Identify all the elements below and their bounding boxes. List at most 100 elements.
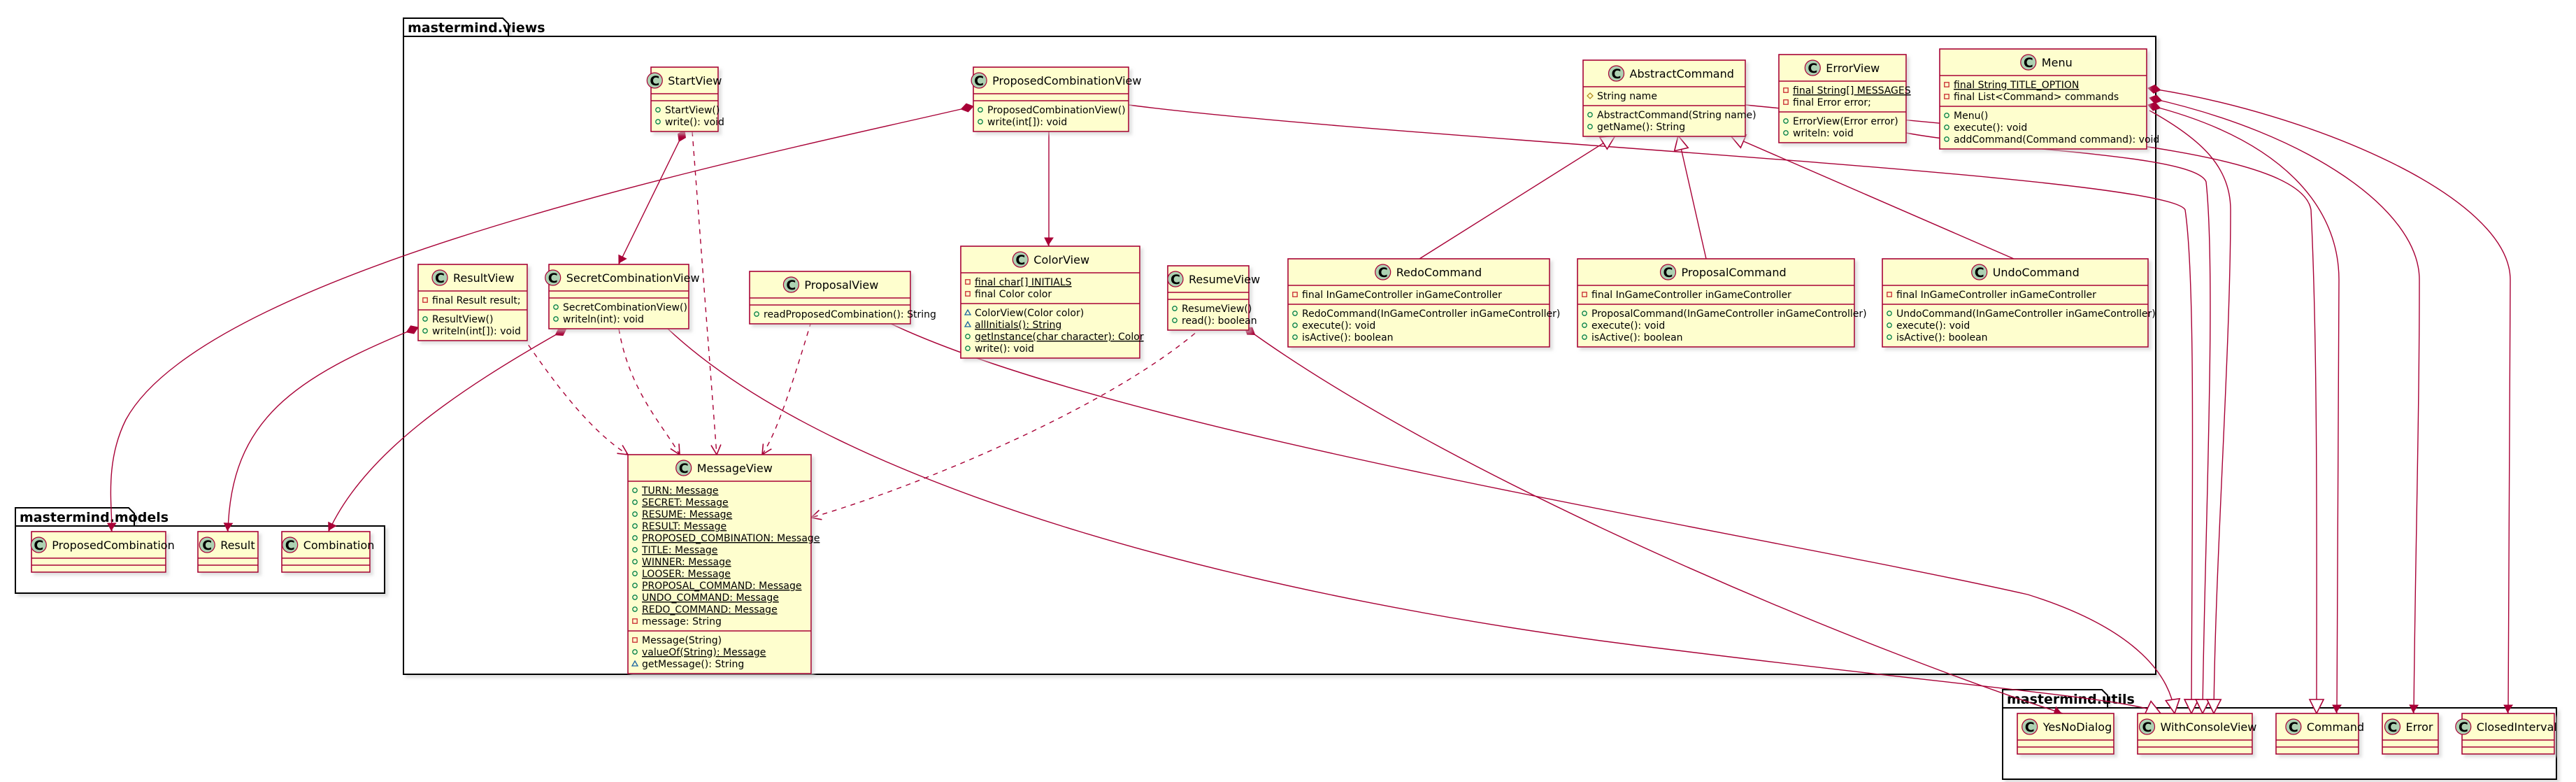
svg-text:write(): void: write(): void	[665, 117, 724, 128]
svg-text:addCommand(Command command): v: addCommand(Command command): void	[1954, 134, 2159, 145]
class-method: ResumeView()	[1172, 304, 1252, 315]
svg-text:ColorView(Color color): ColorView(Color color)	[975, 308, 1084, 319]
class-field: final Error error;	[1783, 97, 1871, 108]
svg-text:C: C	[1015, 253, 1025, 268]
class-method: execute(): void	[1944, 122, 2027, 134]
svg-text:execute(): void: execute(): void	[1896, 320, 1970, 332]
class-marker-icon: C	[2384, 718, 2401, 735]
class-field: final InGameController inGameController	[1582, 290, 1791, 301]
class-marker-icon: C	[1659, 264, 1677, 280]
class-name: ProposedCombinationView	[992, 74, 1141, 87]
class-marker-icon: C	[431, 269, 448, 286]
class-field: UNDO_COMMAND: Message	[632, 592, 779, 604]
svg-text:Message(String): Message(String)	[642, 635, 722, 646]
svg-text:message: String: message: String	[642, 616, 722, 627]
class-name: RedoCommand	[1396, 266, 1482, 279]
class-method: Message(String)	[632, 635, 722, 646]
class-name: Command	[2307, 720, 2364, 734]
edge-menu-to-command	[2147, 101, 2342, 714]
edge-proposal-command-to-abstract-command	[1673, 134, 1707, 260]
class-method: readProposedCombination(): String	[754, 309, 936, 320]
class-field: final String[] MESSAGES	[1783, 85, 1911, 97]
svg-text:C: C	[2289, 720, 2298, 735]
class-combination: C Combination	[281, 531, 375, 573]
class-marker-icon: C	[646, 72, 663, 89]
class-field: String name	[1587, 91, 1657, 102]
class-method: isActive(): boolean	[1887, 332, 1988, 343]
svg-text:final Error error;: final Error error;	[1793, 97, 1871, 108]
class-name: MessageView	[697, 462, 773, 475]
svg-text:execute(): void: execute(): void	[1302, 320, 1375, 332]
svg-text:isActive(): boolean: isActive(): boolean	[1302, 332, 1394, 343]
class-name: ColorView	[1033, 253, 1089, 266]
class-marker-icon: C	[1804, 59, 1821, 76]
class-marker-icon: C	[199, 536, 215, 553]
class-method: valueOf(String): Message	[632, 647, 766, 658]
class-method: writeln(int): void	[553, 314, 644, 325]
class-name: YesNoDialog	[2042, 720, 2112, 734]
svg-text:C: C	[2024, 55, 2033, 71]
class-marker-icon: C	[2020, 54, 2037, 71]
svg-text:final String TITLE_OPTION: final String TITLE_OPTION	[1954, 80, 2079, 91]
class-name: AbstractCommand	[1630, 67, 1734, 80]
svg-text:getName(): String: getName(): String	[1597, 122, 1685, 133]
class-name: Combination	[303, 539, 375, 552]
class-name: ProposedCombination	[52, 539, 174, 552]
class-marker-icon: C	[2285, 718, 2302, 735]
class-field: LOOSER: Message	[632, 569, 731, 580]
class-name: SecretCombinationView	[566, 271, 700, 285]
class-method: execute(): void	[1582, 320, 1665, 332]
class-method: SecretCombinationView()	[553, 302, 687, 313]
svg-text:final String[] MESSAGES: final String[] MESSAGES	[1793, 85, 1911, 97]
edge-proposed-combination-view-to-with-console-view	[1128, 104, 2200, 715]
svg-text:write(): void: write(): void	[975, 343, 1034, 355]
svg-text:UndoCommand(InGameController i: UndoCommand(InGameController inGameContr…	[1896, 308, 2156, 320]
svg-text:C: C	[1612, 66, 1622, 82]
svg-text:allInitials(): String: allInitials(): String	[975, 320, 1061, 331]
class-method: getMessage(): String	[631, 659, 744, 670]
svg-text:valueOf(String): Message: valueOf(String): Message	[642, 647, 766, 658]
svg-text:writeln(int[]): void: writeln(int[]): void	[432, 326, 521, 337]
svg-text:StartView(): StartView()	[665, 105, 720, 116]
class-method: ResultView()	[422, 314, 493, 325]
svg-text:PROPOSAL_COMMAND: Message: PROPOSAL_COMMAND: Message	[642, 581, 801, 592]
class-method: write(int[]): void	[978, 117, 1067, 128]
class-method: isActive(): boolean	[1292, 332, 1394, 343]
class-method: StartView()	[655, 105, 720, 116]
class-name: ErrorView	[1826, 62, 1880, 75]
svg-text:execute(): void: execute(): void	[1954, 122, 2027, 134]
class-marker-icon: C	[1608, 65, 1625, 82]
package-views-name: mastermind.views	[408, 20, 545, 36]
class-method: execute(): void	[1887, 320, 1970, 332]
class-marker-icon: C	[1375, 264, 1391, 280]
package-utils-name: mastermind.utils	[2007, 692, 2135, 707]
class-method: getName(): String	[1587, 122, 1685, 133]
class-method: ProposedCombinationView()	[978, 105, 1126, 116]
class-method: Menu()	[1944, 111, 1988, 122]
svg-text:isActive(): boolean: isActive(): boolean	[1591, 332, 1683, 343]
svg-text:RESULT: Message: RESULT: Message	[642, 521, 727, 532]
svg-text:read(): boolean: read(): boolean	[1182, 315, 1257, 327]
svg-text:C: C	[1808, 61, 1817, 76]
class-marker-icon: C	[675, 460, 692, 476]
class-field: REDO_COMMAND: Message	[632, 604, 778, 616]
svg-text:final Result result;: final Result result;	[432, 295, 521, 306]
svg-text:ResultView(): ResultView()	[432, 314, 493, 325]
svg-text:C: C	[679, 461, 689, 476]
class-marker-icon: C	[782, 276, 800, 293]
edge-proposal-view-to-with-console-view	[886, 321, 2181, 715]
svg-text:C: C	[202, 538, 212, 553]
svg-text:final InGameController inGameC: final InGameController inGameController	[1591, 290, 1791, 301]
class-command: C Command	[2275, 713, 2364, 755]
class-method: writeln(int[]): void	[422, 326, 521, 337]
class-marker-icon: C	[282, 536, 299, 553]
